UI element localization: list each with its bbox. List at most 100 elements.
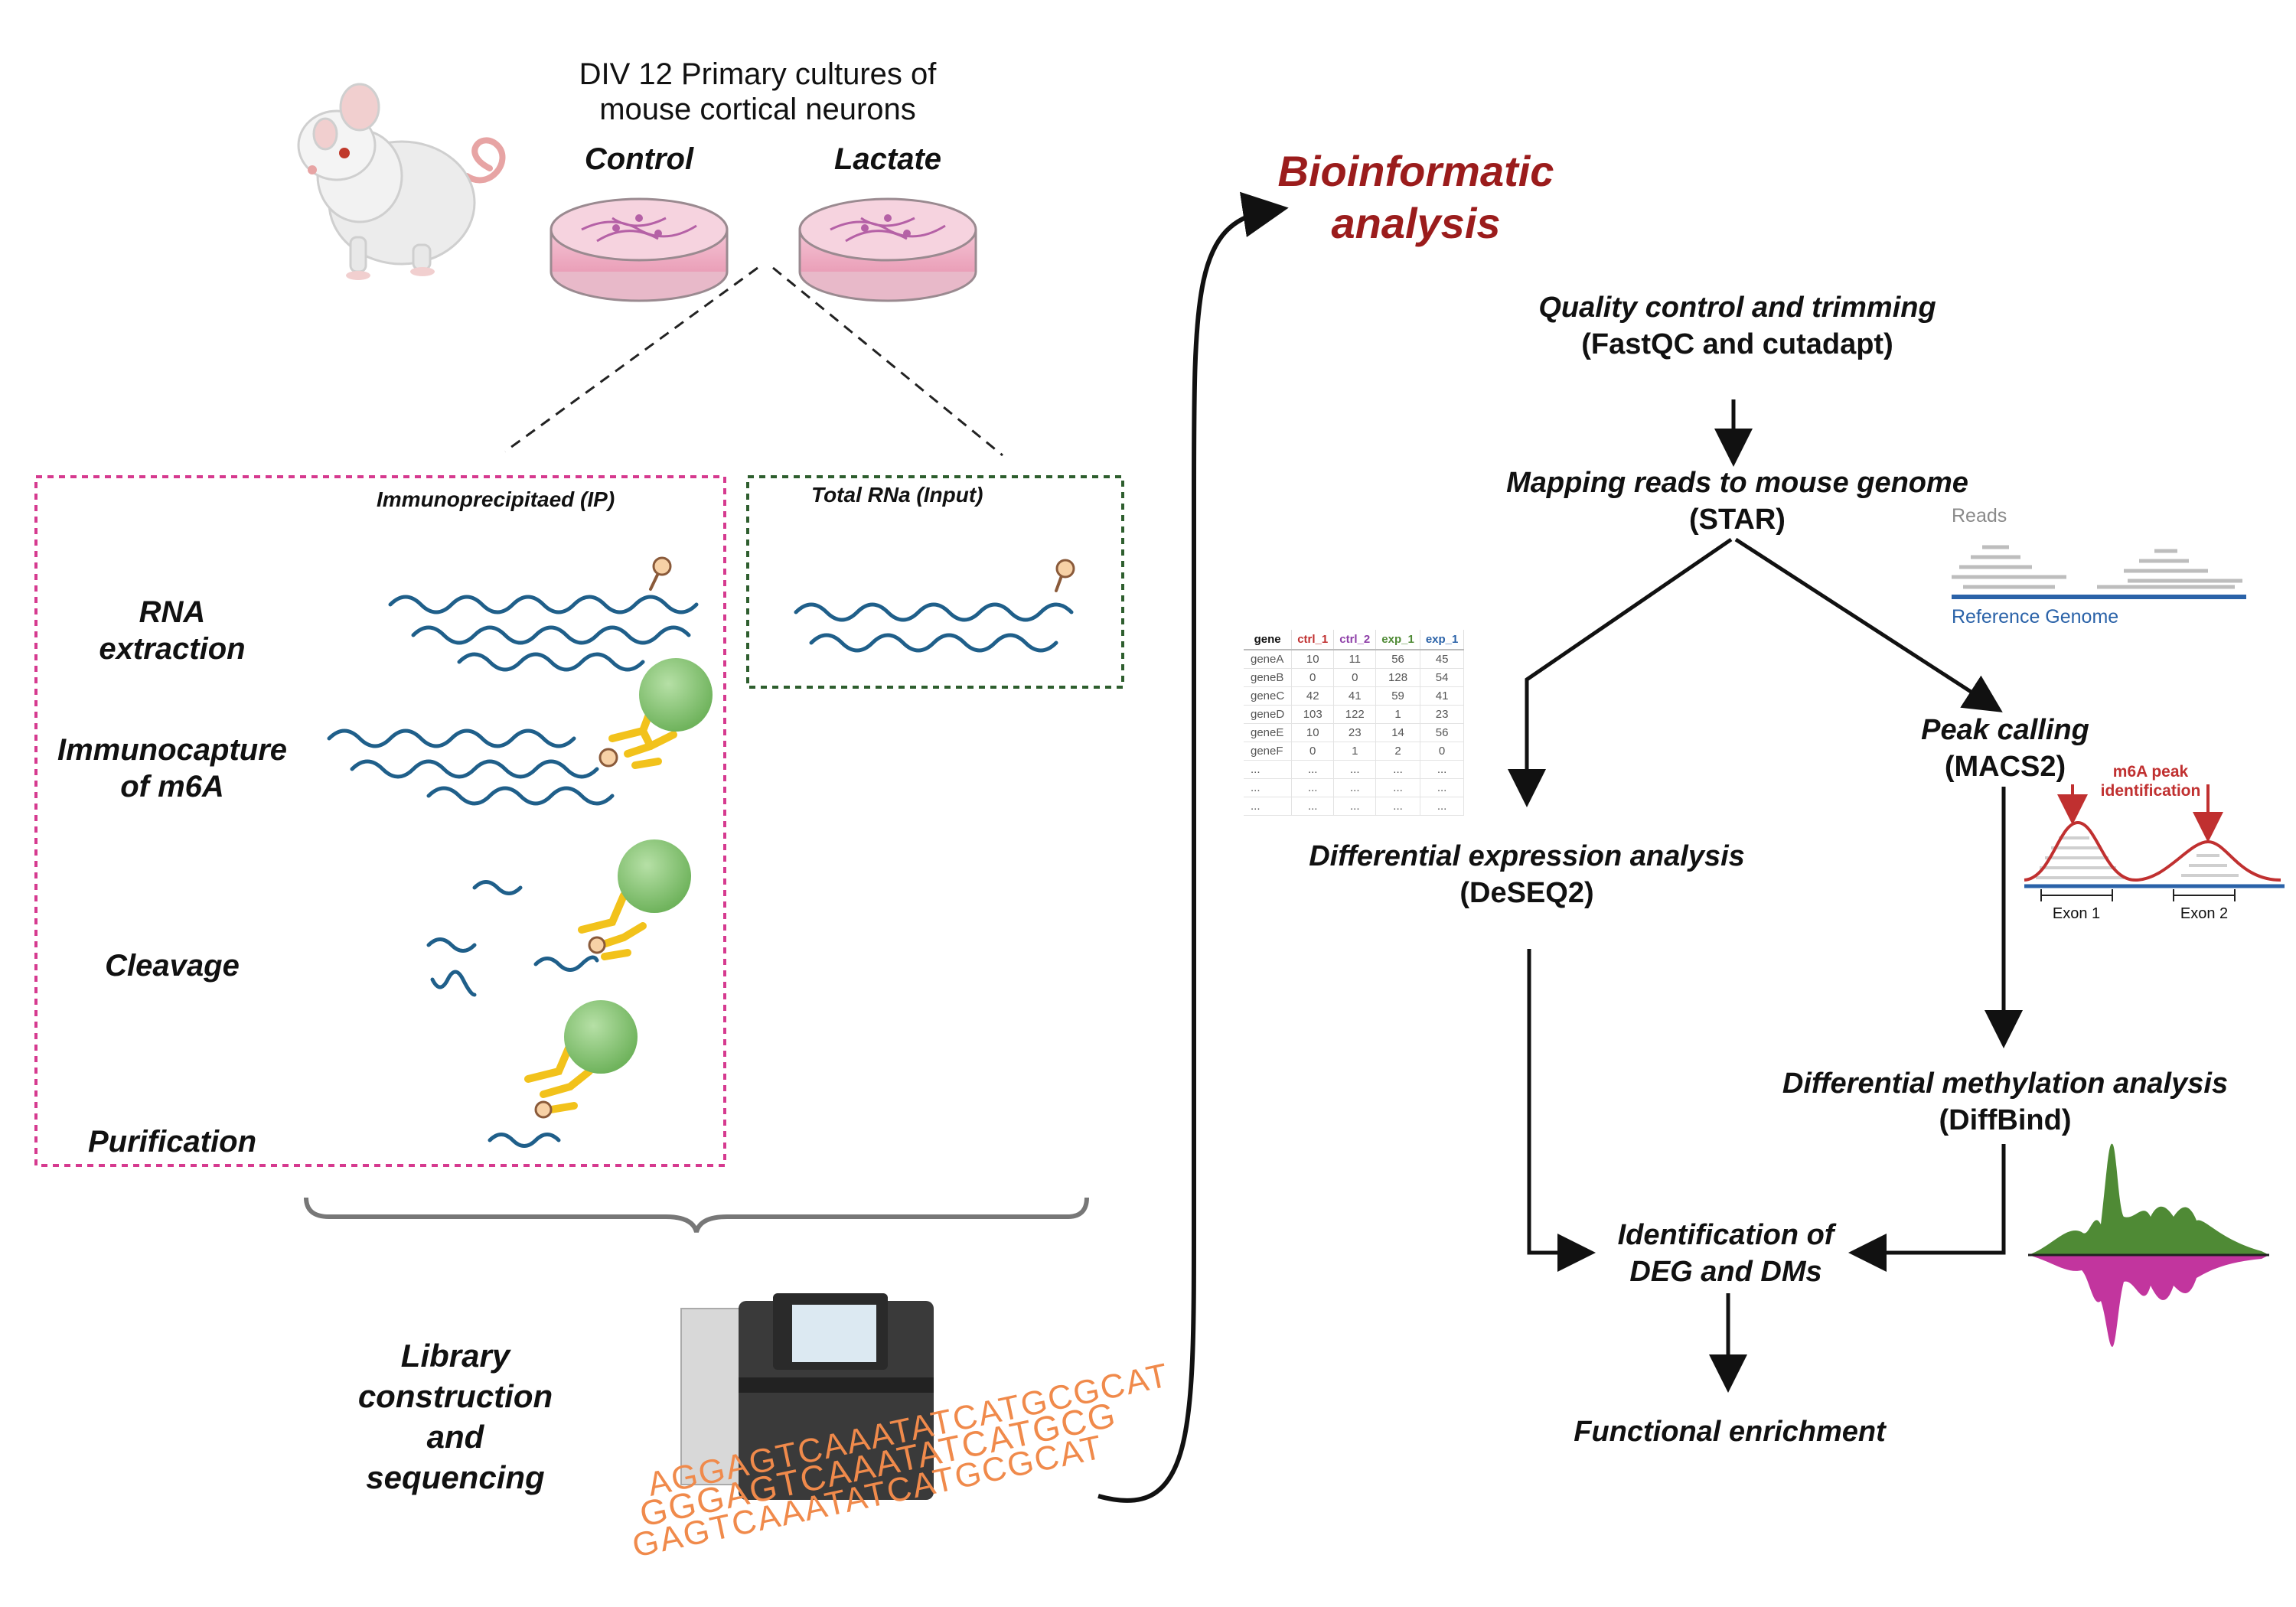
count-table-cell: 56 [1420,723,1465,742]
count-table-cell: 0 [1333,668,1377,687]
step-dma-line1: Differential methylation analysis [1782,1068,2229,1100]
ip-label: Immunoprecipitaed (IP) [377,487,615,511]
count-table-cell: geneC [1244,686,1293,706]
count-table-cell: 1 [1375,705,1420,724]
count-table-cell: ... [1375,760,1420,779]
bead-icon [618,839,691,913]
step-rna-extraction-line2: extraction [99,632,246,666]
count-table-row: ............... [1244,778,1465,797]
mouse-icon [297,83,506,280]
input-box [746,475,1124,689]
library-label: Library construction and sequencing [329,1335,582,1498]
peak-annotation-line1: m6A peak [2112,763,2189,781]
petri-dish-lactate-icon [798,197,977,302]
step-dma-line2: (DiffBind) [1939,1104,2072,1136]
count-table-row: ............... [1244,797,1465,816]
reads-stack-icon [1952,545,2242,589]
count-table-cell: ... [1244,760,1293,779]
count-table-cell: 14 [1375,723,1420,742]
step-peak-calling: Peak calling (MACS2) [1890,712,2120,785]
count-table-cell: 54 [1420,668,1465,687]
count-table-cell: 0 [1291,668,1335,687]
count-table-header: ctrl_1 [1291,630,1335,650]
brace-icon [304,1197,1089,1233]
count-table-cell: 2 [1375,742,1420,761]
count-table-cell: 41 [1420,686,1465,706]
curved-arrow [1097,191,1289,1503]
culture-title-line1: DIV 12 Primary cultures of [579,57,937,91]
step-dea: Differential expression analysis (DeSEQ2… [1270,838,1783,911]
library-line4: sequencing [366,1459,545,1495]
m6a-mark-icon [652,556,672,576]
immunocapture-rna-icon [327,729,615,806]
count-table-cell: 122 [1333,705,1377,724]
step-qc: Quality control and trimming (FastQC and… [1469,289,2005,363]
exon2-label: Exon 2 [2180,905,2229,922]
count-table-cell: ... [1333,797,1377,816]
input-label: Total RNa (Input) [811,483,983,507]
count-table-header: exp_1 [1375,630,1420,650]
library-line3: and [426,1419,484,1455]
m6a-mark-icon [534,1100,553,1119]
lactate-label: Lactate [833,142,942,176]
count-table-cell: geneF [1244,742,1293,761]
petri-dish-control-icon [550,197,729,302]
count-table-cell: 23 [1420,705,1465,724]
bioinfo-title-line2: analysis [1331,199,1501,247]
purified-rna-icon [488,1133,561,1148]
antibody-icon [524,1041,593,1113]
step-immunocapture: Immunocapture of m6A [42,732,302,805]
reads-label: Reads [1952,505,2007,526]
step-mapping-line2: (STAR) [1689,504,1786,536]
count-table-cell: 128 [1375,668,1420,687]
library-line1: Library [400,1338,510,1374]
step-peak-line1: Peak calling [1921,714,2089,746]
arrow-mapping-to-dea [1508,537,1733,807]
step-dea-line1: Differential expression analysis [1309,840,1745,872]
control-label: Control [584,142,694,176]
count-table-cell: 10 [1291,723,1335,742]
library-line2: construction [357,1378,553,1414]
step-mapping: Mapping reads to mouse genome (STAR) [1454,464,2020,538]
count-table-cell: ... [1333,760,1377,779]
count-table-cell: geneB [1244,668,1293,687]
step-cleavage: Cleavage [105,949,240,983]
arrow-mapping-to-peak [1734,537,2003,712]
culture-title: DIV 12 Primary cultures of mouse cortica… [528,57,987,127]
count-table-header: ctrl_2 [1333,630,1377,650]
count-table-cell: 0 [1291,742,1335,761]
count-table-cell: 0 [1420,742,1465,761]
peak-annotation: m6A peak identification [2066,762,2235,800]
count-table-cell: geneD [1244,705,1293,724]
count-table-cell: ... [1420,778,1465,797]
arrow-dea-to-identification [1527,949,1596,1272]
step-qc-line2: (FastQC and cutadapt) [1581,328,1893,360]
step-purification: Purification [87,1125,257,1159]
step-immunocapture-line2: of m6A [120,770,224,804]
count-table-cell: geneA [1244,650,1293,669]
input-m6a-mark-icon [1055,559,1075,579]
bioinfo-title-line1: Bioinformatic [1277,147,1554,195]
count-table-cell: ... [1375,797,1420,816]
step-functional-enrichment: Functional enrichment [1574,1416,1886,1448]
count-table-row: ............... [1244,760,1465,779]
sequencer-icon [680,1293,934,1500]
input-rna-strand-icon [794,572,1074,653]
count-table-cell: 42 [1291,686,1335,706]
count-table-cell: 45 [1420,650,1465,669]
m6a-mark-icon [588,936,606,954]
funnel-line-right [772,266,1003,457]
count-table-cell: ... [1291,797,1335,816]
arrow-dma-to-identification [1848,1144,2006,1272]
count-table-cell: 23 [1333,723,1377,742]
step-peak-line2: (MACS2) [1944,751,2066,783]
count-table-cell: geneE [1244,723,1293,742]
step-mapping-line1: Mapping reads to mouse genome [1506,467,1968,499]
m6a-mark-icon [598,748,618,768]
